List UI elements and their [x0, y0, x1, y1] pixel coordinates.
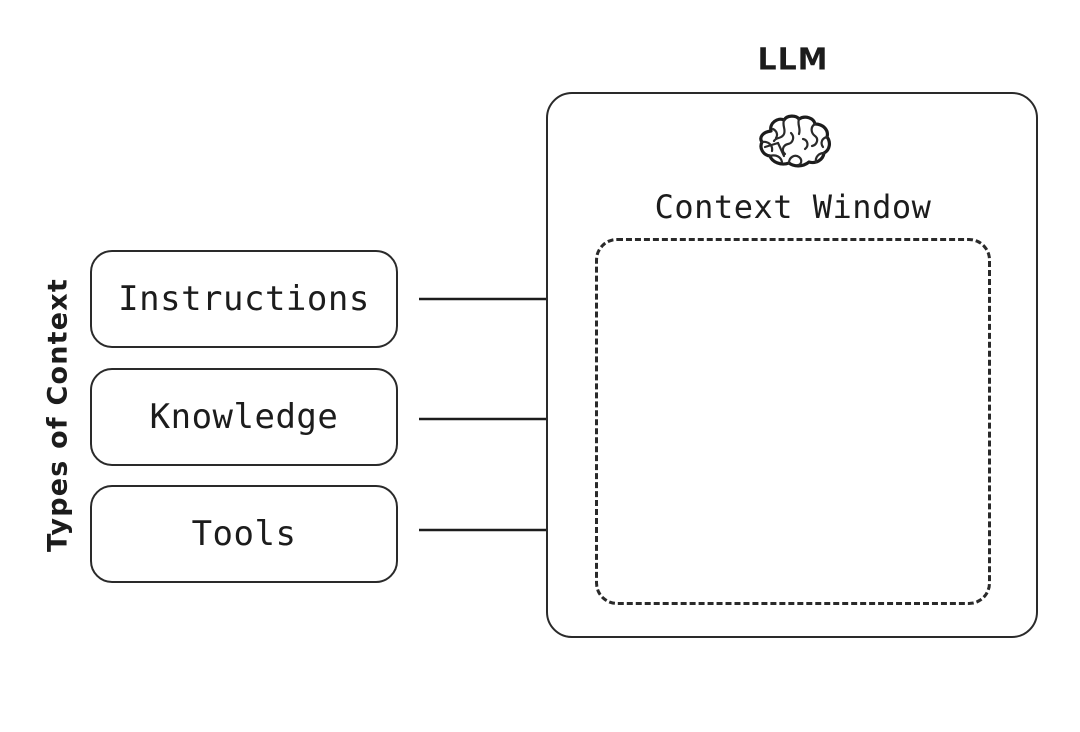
llm-title: LLM: [757, 42, 829, 78]
brain-icon: [751, 113, 835, 171]
context-box-instructions[interactable]: Instructions: [90, 250, 398, 348]
types-of-context-label: Types of Context: [42, 278, 74, 552]
context-window-region[interactable]: [595, 238, 991, 605]
context-box-knowledge-label: Knowledge: [149, 397, 339, 437]
context-box-instructions-label: Instructions: [118, 279, 370, 319]
context-box-tools-label: Tools: [191, 514, 297, 554]
context-window-label: Context Window: [654, 188, 932, 226]
context-box-knowledge[interactable]: Knowledge: [90, 368, 398, 466]
context-box-tools[interactable]: Tools: [90, 485, 398, 583]
llm-container: [546, 92, 1038, 638]
